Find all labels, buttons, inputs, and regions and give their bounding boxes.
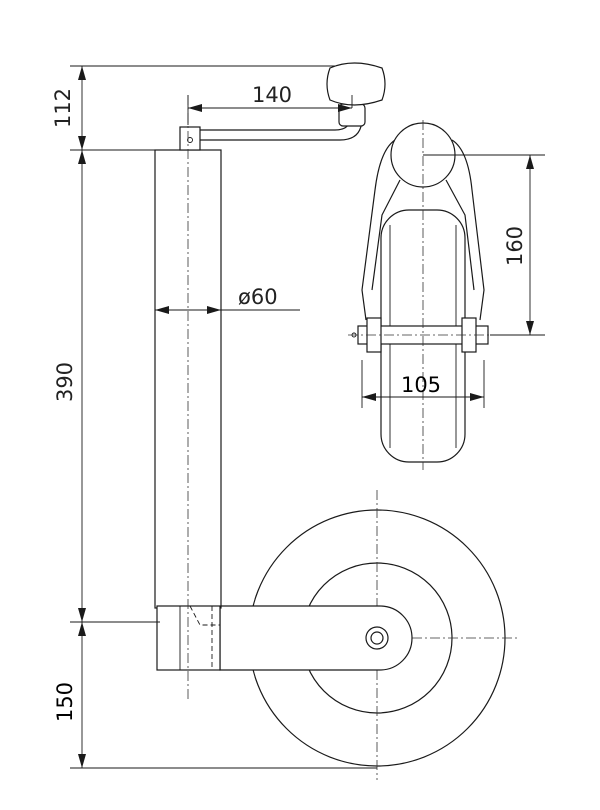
hidden-lug xyxy=(189,605,220,626)
arrow-icon xyxy=(78,66,86,80)
arrow-icon xyxy=(78,150,86,164)
dim-label-112: 112 xyxy=(51,88,75,128)
spindle-head xyxy=(179,126,201,151)
arrow-icon xyxy=(362,393,376,401)
dim-label-140: 140 xyxy=(252,83,292,107)
arrow-icon xyxy=(526,321,534,335)
fork-right-inner xyxy=(445,179,475,291)
arrow-icon xyxy=(78,608,86,622)
arrow-icon xyxy=(470,393,484,401)
side-view: 112 140 ø60 390 150 xyxy=(51,62,520,780)
arrow-icon xyxy=(155,306,169,314)
dim-label-105: 105 xyxy=(401,373,441,397)
arrow-icon xyxy=(188,104,202,112)
fork-right-outer xyxy=(451,139,485,321)
wheel-bracket-arm xyxy=(180,605,413,671)
axle-inner xyxy=(370,631,384,645)
crank-knob xyxy=(326,62,386,106)
arrow-icon xyxy=(338,104,352,112)
arrow-icon xyxy=(78,622,86,636)
dim-label-160: 160 xyxy=(503,226,527,266)
dim-label-diameter-60: ø60 xyxy=(238,285,278,309)
fork-left-inner xyxy=(371,179,401,291)
arrow-icon xyxy=(207,306,221,314)
arrow-icon xyxy=(78,136,86,150)
arrow-icon xyxy=(78,754,86,768)
front-view: 160 105 xyxy=(348,120,545,470)
axle-outer xyxy=(365,626,389,650)
tube-foot xyxy=(156,605,221,671)
arrow-icon xyxy=(526,155,534,169)
fork-left-outer xyxy=(361,139,396,321)
dim-label-150: 150 xyxy=(53,682,77,722)
spindle-pin xyxy=(187,137,193,143)
dim-label-390: 390 xyxy=(53,362,77,402)
